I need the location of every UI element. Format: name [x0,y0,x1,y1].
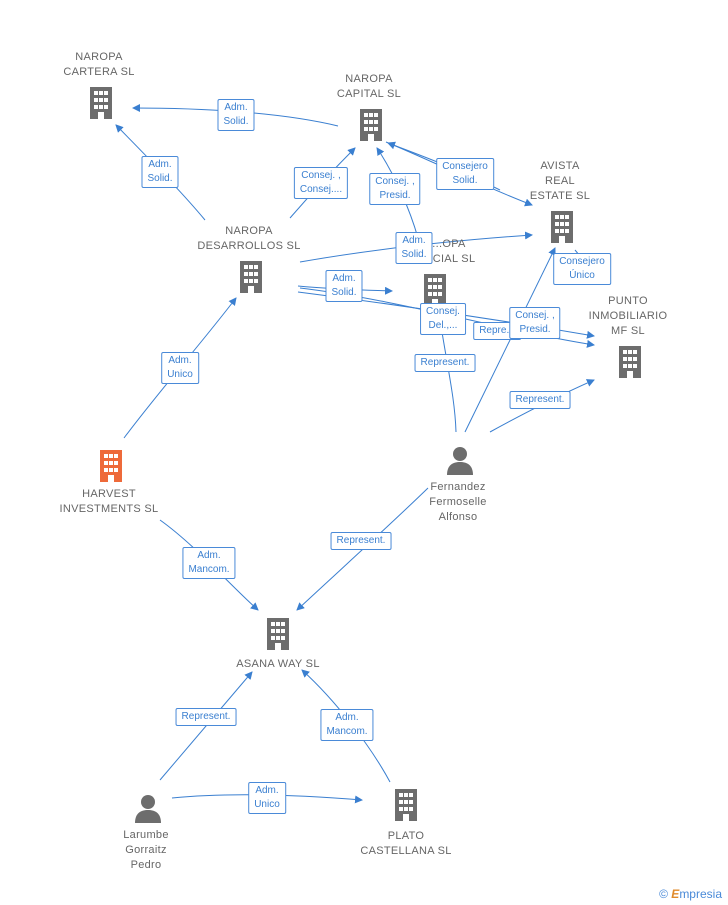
edge-larumbe-to-asana [159,671,253,781]
node-label-larumbe[interactable]: Larumbe Gorraitz Pedro [123,829,169,871]
asana-building-icon[interactable] [263,618,293,655]
edge-label-fernandez-asana[interactable]: Represent. [330,532,392,550]
edge-label-fernandez-avista[interactable]: Consej. , Presid. [509,307,561,339]
node-label-plato[interactable]: PLATO CASTELLANA SL [360,830,452,857]
edge-label-fernandez-punto[interactable]: Represent. [509,391,571,409]
naropa-desarrollos-building-icon[interactable] [236,261,266,298]
edge-label-desarrollos-punto-1[interactable]: Consej. Del.,... [420,303,466,335]
edge-label-desarrollos-comercial[interactable]: Adm. Solid. [325,270,363,302]
punto-building-icon[interactable] [615,346,645,383]
edge-label-larumbe-asana[interactable]: Represent. [175,708,237,726]
avista-building-icon[interactable] [547,211,577,248]
copyright-symbol: © [659,887,668,901]
node-label-avista[interactable]: AVISTA REAL ESTATE SL [529,160,591,202]
node-label-harvest[interactable]: HARVEST INVESTMENTS SL [59,488,159,515]
node-label-naropa-cartera[interactable]: NAROPA CARTERA SL [63,51,135,78]
edge-label-plato-asana[interactable]: Adm. Mancom. [320,709,374,741]
naropa-capital-building-icon[interactable] [356,109,386,146]
fernandez-person-icon[interactable] [445,445,475,480]
naropa-cartera-building-icon[interactable] [86,87,116,124]
edge-label-harvest-asana[interactable]: Adm. Mancom. [182,547,236,579]
edge-label-larumbe-plato[interactable]: Adm. Unico [248,782,286,814]
node-label-asana[interactable]: ASANA WAY SL [236,658,320,670]
node-label-punto[interactable]: PUNTO INMOBILIARIO MF SL [588,295,668,337]
brand-name: mpresia [679,887,722,901]
edge-label-harvest-desarrollos[interactable]: Adm. Unico [161,352,199,384]
node-label-naropa-capital[interactable]: NAROPA CAPITAL SL [336,73,402,100]
node-label-naropa-desarrollos[interactable]: NAROPA DESARROLLOS SL [197,225,301,252]
edge-label-desarrollos-avista[interactable]: Adm. Solid. [395,232,433,264]
edge-label-fernandez-comercial[interactable]: Represent. [414,354,476,372]
edge-label-comercial-capital[interactable]: Consej. , Presid. [369,173,421,205]
empresia-logo: © Empresia [659,887,722,901]
brand-initial: E [671,887,680,901]
edge-label-avista-punto[interactable]: Consejero Único [553,253,611,285]
harvest-building-icon[interactable] [96,450,126,487]
edge-label-desarrollos-capital[interactable]: Consej. , Consej.... [293,167,349,199]
node-label-fernandez[interactable]: Fernandez Fermoselle Alfonso [429,481,487,523]
edge-label-capital-avista[interactable]: Consejero Solid. [436,158,494,190]
edge-label-capital-cartera[interactable]: Adm. Solid. [217,99,255,131]
larumbe-person-icon[interactable] [133,793,163,828]
edge-label-desarrollos-cartera[interactable]: Adm. Solid. [141,156,179,188]
plato-building-icon[interactable] [391,789,421,826]
edge-fernandez-to-comercial [437,319,457,433]
naropa-comercial-building-icon[interactable] [420,274,450,311]
